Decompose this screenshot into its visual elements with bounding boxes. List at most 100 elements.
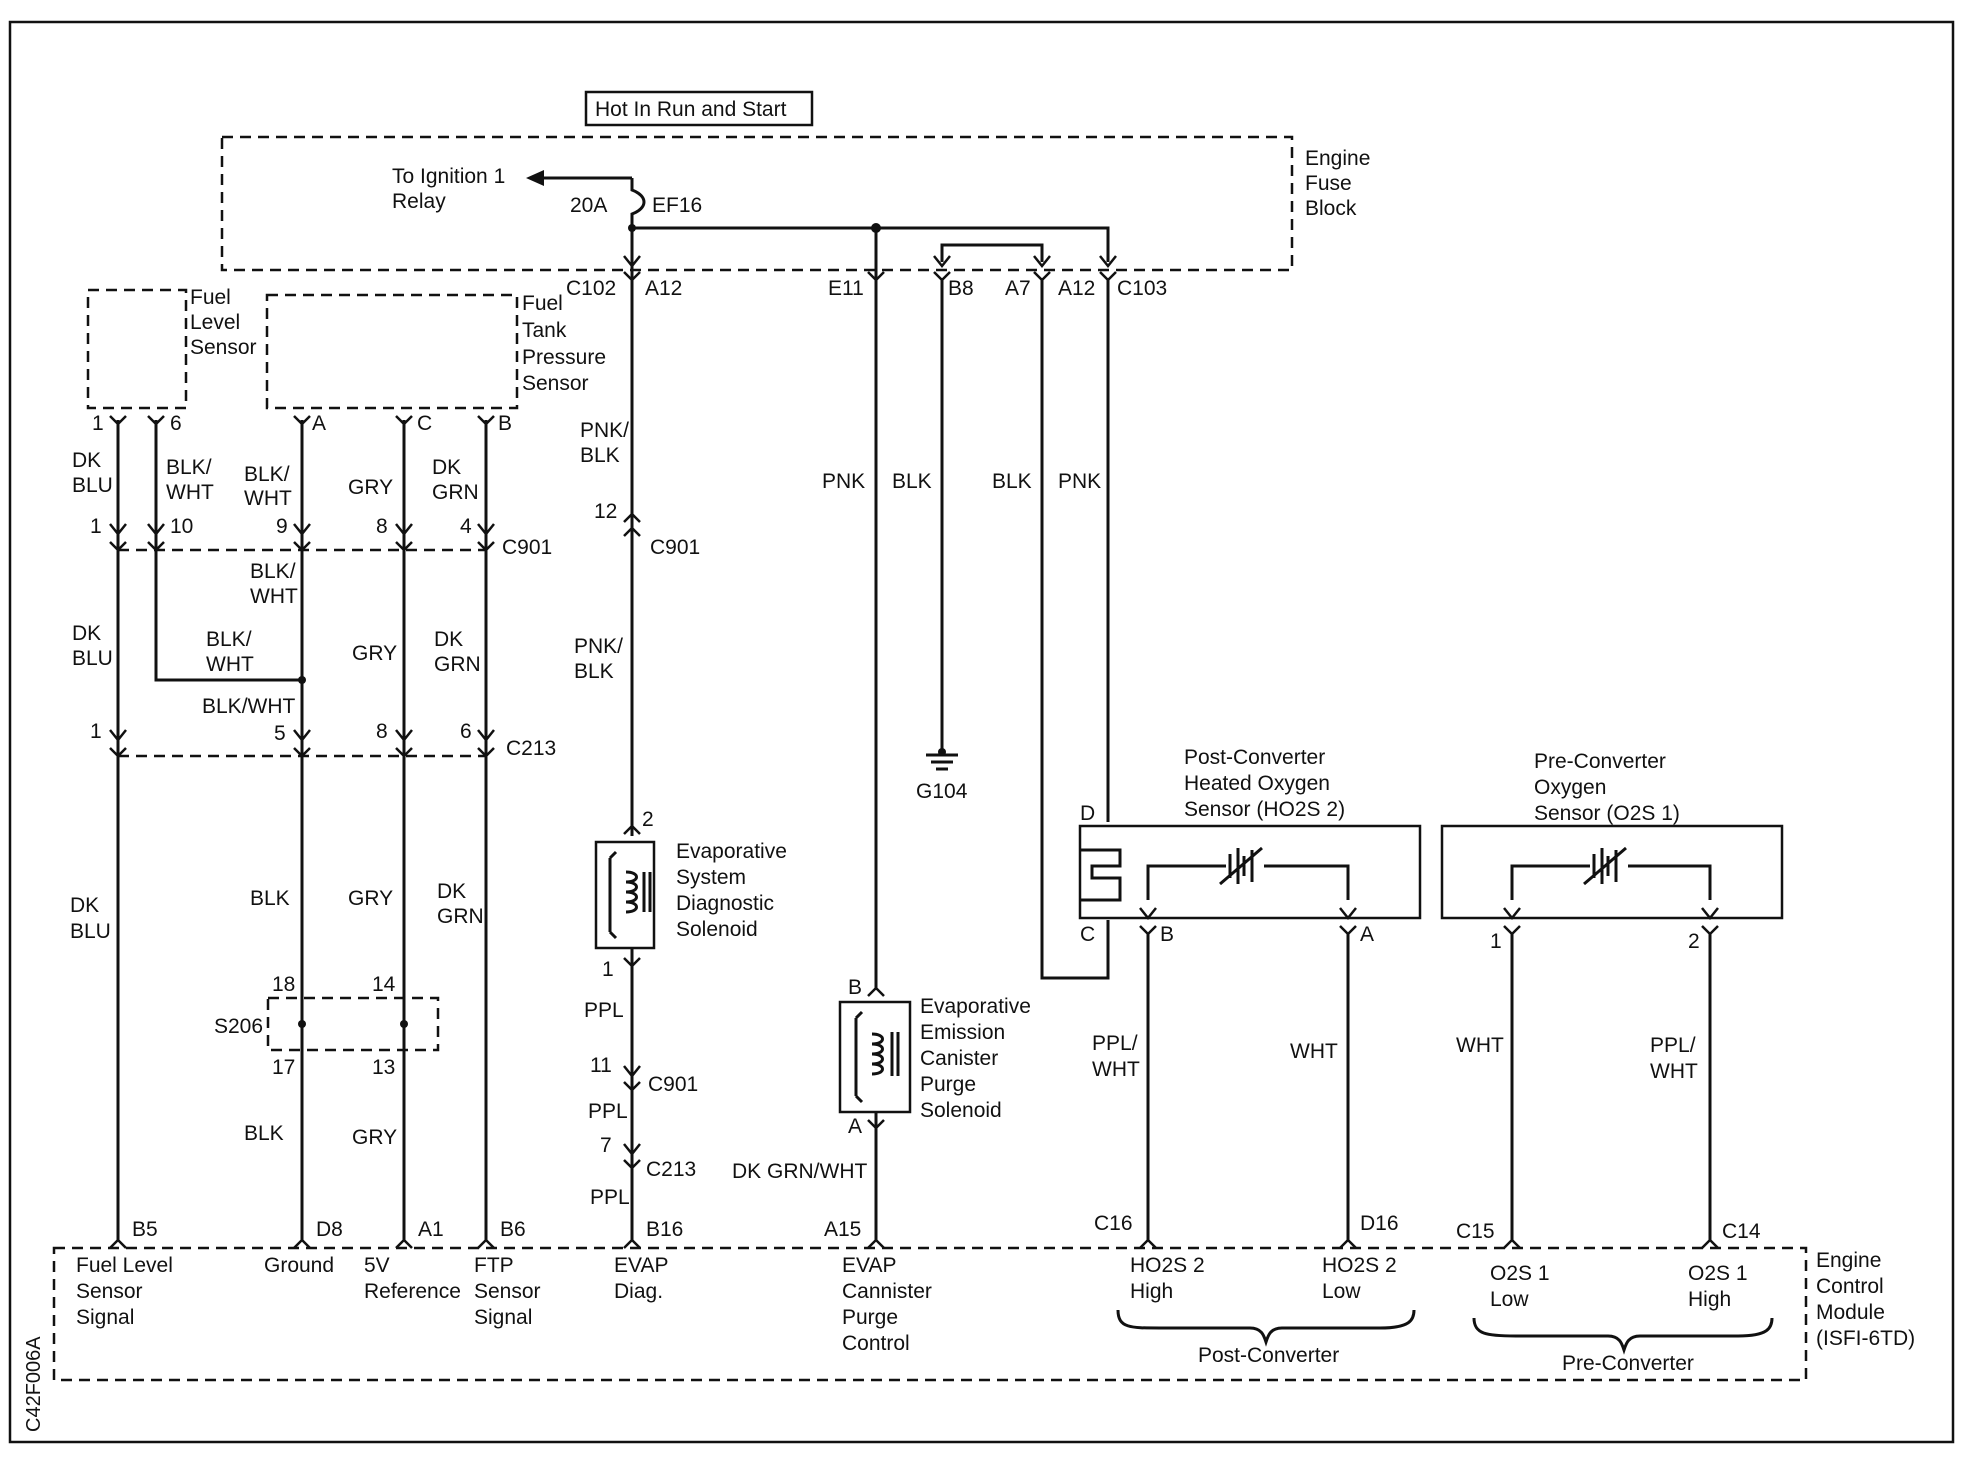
s206-pin-17: 17 bbox=[272, 1056, 295, 1079]
s206-node-blk bbox=[298, 1020, 306, 1028]
ecm-desc-b5-1: Fuel Level bbox=[76, 1254, 173, 1277]
pre-sensor-label-1: Pre-Converter bbox=[1534, 750, 1666, 773]
s206-pin-13: 13 bbox=[372, 1056, 395, 1079]
evap-diag-fork-top bbox=[623, 824, 641, 835]
ecm-desc-c14-2: High bbox=[1688, 1288, 1731, 1311]
c213-arrow-6 bbox=[477, 729, 495, 743]
ecm-pin-a1: A1 bbox=[418, 1218, 444, 1241]
c213-mid-label: C213 bbox=[646, 1158, 696, 1181]
fuel-level-sensor bbox=[86, 288, 188, 410]
relay-arrowhead bbox=[526, 170, 544, 186]
evap-diag-label-1: Evaporative bbox=[676, 840, 787, 863]
a12-arrow bbox=[1099, 255, 1117, 269]
fuse-block-label-3: Block bbox=[1305, 197, 1357, 220]
fork-ftp-b bbox=[477, 415, 495, 426]
c901-fork-1 bbox=[109, 541, 127, 552]
c102-label: C102 bbox=[566, 277, 616, 300]
c213-pin-5: 5 bbox=[274, 722, 286, 745]
a12-label: A12 bbox=[1058, 277, 1095, 300]
ecm-desc-d16-1: HO2S 2 bbox=[1322, 1254, 1397, 1277]
lbl-pnkblk-2a: PNK/ bbox=[574, 635, 623, 658]
b8-a7-jumper bbox=[940, 243, 1044, 262]
pre-pin-1: 1 bbox=[1490, 930, 1502, 953]
s206-label: S206 bbox=[214, 1015, 263, 1038]
lbl-blk-4: BLK bbox=[992, 470, 1032, 493]
lbl-gry-4: GRY bbox=[352, 1126, 397, 1149]
ecm-label-3: Module bbox=[1816, 1301, 1885, 1324]
lbl-blk-3: BLK bbox=[892, 470, 932, 493]
post-pin-d: D bbox=[1080, 802, 1095, 825]
c901-arrow-9 bbox=[293, 523, 311, 537]
post-sensor-label-1: Post-Converter bbox=[1184, 746, 1325, 769]
fuse-ef16 bbox=[630, 178, 646, 226]
post-converter-brace bbox=[1116, 1309, 1416, 1347]
ecm-desc-c15-2: Low bbox=[1490, 1288, 1529, 1311]
ecm-pin-b6: B6 bbox=[500, 1218, 526, 1241]
ecm-desc-c16-2: High bbox=[1130, 1280, 1173, 1303]
lbl-pplwht-1a: PPL/ bbox=[1092, 1032, 1138, 1055]
fuse-rating: 20A bbox=[570, 194, 607, 217]
c901-arrow-8 bbox=[395, 523, 413, 537]
lbl-blkwht-4b: WHT bbox=[206, 653, 254, 676]
c901-arrow-10 bbox=[147, 523, 165, 537]
fuse-block-label-1: Engine bbox=[1305, 147, 1370, 170]
ecm-pin-c16: C16 bbox=[1094, 1212, 1133, 1235]
pre-arrow-2 bbox=[1701, 907, 1719, 921]
c213-arrow-5 bbox=[293, 729, 311, 743]
lbl-blkwht-2b: WHT bbox=[244, 487, 292, 510]
lbl-pplwht-2b: WHT bbox=[1650, 1060, 1698, 1083]
ground-label: G104 bbox=[916, 780, 968, 803]
hot-label-box bbox=[584, 90, 814, 127]
pre-converter-sensor bbox=[1440, 824, 1784, 920]
ecm-desc-a1-1: 5V bbox=[364, 1254, 390, 1277]
lbl-blk-1: BLK bbox=[250, 887, 290, 910]
pre-cell bbox=[1583, 846, 1627, 886]
pre-fork-1 bbox=[1503, 925, 1521, 936]
lbl-dkgrn-2a: DK bbox=[434, 628, 463, 651]
ecm-arrow-d8 bbox=[293, 1238, 311, 1249]
lbl-dkblu-3b: BLU bbox=[70, 920, 111, 943]
lbl-blkwht-1b: WHT bbox=[166, 481, 214, 504]
fuse-name: EF16 bbox=[652, 194, 702, 217]
post-sensor-label-2: Heated Oxygen bbox=[1184, 772, 1330, 795]
ecm-desc-b6-1: FTP bbox=[474, 1254, 514, 1277]
post-heater bbox=[1080, 848, 1122, 902]
lbl-blkwht-2a: BLK/ bbox=[244, 463, 290, 486]
purge-pin-a: A bbox=[848, 1115, 862, 1138]
lbl-blkwht-3a: BLK/ bbox=[250, 560, 296, 583]
lbl-pnk-2: PNK bbox=[1058, 470, 1101, 493]
c213-fork-5 bbox=[293, 747, 311, 758]
lbl-pnkblk-1b: BLK bbox=[580, 444, 620, 467]
fork-fls-1 bbox=[109, 415, 127, 426]
c213-mid-fork bbox=[623, 1159, 641, 1170]
evap-diag-solenoid bbox=[594, 840, 656, 950]
purge-label-4: Purge bbox=[920, 1073, 976, 1096]
ecm-desc-d8-1: Ground bbox=[264, 1254, 334, 1277]
c901-fork-10 bbox=[147, 541, 165, 552]
b8-label: B8 bbox=[948, 277, 974, 300]
ecm-desc-b16-1: EVAP bbox=[614, 1254, 668, 1277]
lbl-pnk-1: PNK bbox=[822, 470, 865, 493]
evap-diag-label-3: Diagnostic bbox=[676, 892, 774, 915]
post-pin-c: C bbox=[1080, 923, 1095, 946]
lbl-ppl-1: PPL bbox=[584, 999, 624, 1022]
c901-low-pin-11: 11 bbox=[590, 1054, 612, 1077]
hot-label: Hot In Run and Start bbox=[595, 98, 787, 121]
blkwht-junction bbox=[298, 676, 306, 684]
post-cell-wires bbox=[1146, 864, 1350, 900]
ecm-label-4: (ISFI-6TD) bbox=[1816, 1327, 1915, 1350]
c901-mid-pin-12: 12 bbox=[594, 500, 617, 523]
post-converter-group: Post-Converter bbox=[1198, 1344, 1339, 1367]
c901-left-label: C901 bbox=[502, 536, 552, 559]
fls-pin-6: 6 bbox=[170, 412, 182, 435]
c901-fork-9 bbox=[293, 541, 311, 552]
lbl-pplwht-1b: WHT bbox=[1092, 1058, 1140, 1081]
evap-purge-coil bbox=[854, 1010, 900, 1104]
lbl-blkwht-single: BLK/WHT bbox=[202, 695, 296, 718]
ecm-arrow-a15 bbox=[867, 1238, 885, 1249]
c213-arrow-1 bbox=[109, 729, 127, 743]
ecm-desc-b6-3: Signal bbox=[474, 1306, 532, 1329]
ecm-pin-d8: D8 bbox=[316, 1218, 343, 1241]
ftp-label-4: Sensor bbox=[522, 372, 589, 395]
